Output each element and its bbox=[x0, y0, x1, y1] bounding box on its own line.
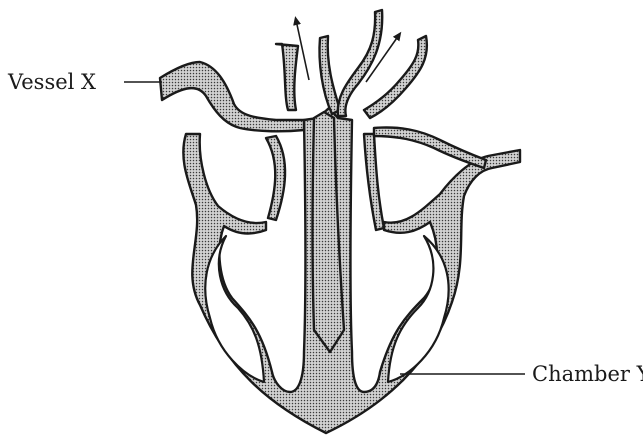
chamber-y-label: Chamber Y bbox=[532, 362, 643, 386]
vessel-right-branch-1 bbox=[364, 134, 384, 230]
vessel-middle bbox=[320, 36, 341, 114]
vessel-x-label: Vessel X bbox=[7, 70, 96, 94]
vessel-right-branch-2 bbox=[374, 128, 486, 169]
chamber-right bbox=[388, 236, 449, 382]
vessel-upper-right bbox=[338, 10, 382, 116]
vessel-left-branch bbox=[266, 136, 285, 220]
vessel-upper-left bbox=[276, 44, 298, 110]
vessel-x bbox=[160, 62, 304, 131]
chamber-left bbox=[205, 236, 264, 382]
